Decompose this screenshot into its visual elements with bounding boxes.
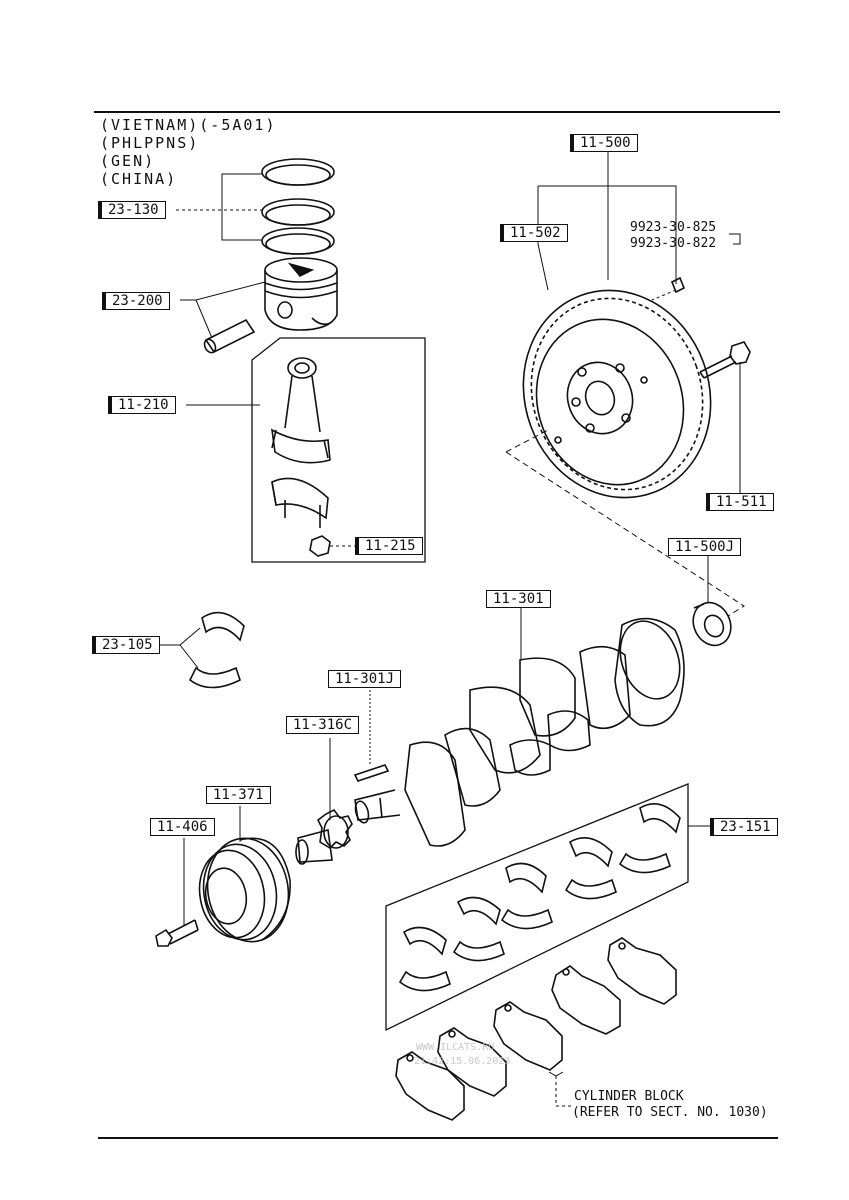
callout-flywheel-bolt[interactable]: 11-511 — [706, 493, 774, 511]
pulley-bolt-illustration — [155, 919, 199, 947]
connecting-rod-illustration — [270, 357, 331, 528]
bolt-number-822: 9923-30-822 — [630, 236, 717, 251]
callout-pilot-bearing[interactable]: 11-500J — [668, 538, 742, 556]
piston-pin-illustration — [203, 318, 256, 354]
bottom-rule — [98, 1137, 778, 1139]
rod-nut-illustration — [309, 535, 331, 557]
watermark-url: WWW.ILCATS.RU — [416, 1042, 495, 1053]
refer-section-note: (REFER TO SECT. NO. 1030) — [572, 1105, 768, 1120]
timing-sprocket-illustration — [295, 808, 353, 865]
top-rule — [94, 111, 780, 113]
main-bearing-upper-illustration — [188, 611, 245, 689]
main-bearing-shells-illustration — [398, 802, 681, 992]
callout-crank-pulley[interactable]: 11-371 — [206, 786, 271, 804]
callout-crankshaft[interactable]: 11-301 — [486, 590, 551, 608]
callout-connecting-rod[interactable]: 11-210 — [108, 396, 176, 414]
header-line-1: (VIETNAM)(-5A01) — [100, 116, 277, 134]
flywheel-illustration — [522, 289, 712, 499]
callout-crankshaft-key[interactable]: 11-301J — [328, 670, 402, 688]
piston-illustration — [264, 257, 338, 331]
callout-rod-nut[interactable]: 11-215 — [355, 537, 423, 555]
main-bearing-caps-illustration — [395, 937, 677, 1121]
callout-timing-sprocket[interactable]: 11-316C — [286, 716, 360, 734]
callout-ring-gear[interactable]: 11-502 — [500, 224, 568, 242]
bolt-number-825: 9923-30-825 — [630, 220, 717, 235]
callout-piston-rings[interactable]: 23-130 — [98, 201, 166, 219]
header-line-4: (CHINA) — [100, 170, 178, 188]
watermark-timestamp: 21:42:15.06.2023 — [414, 1056, 511, 1067]
crankshaft-illustration — [354, 617, 685, 847]
header-line-2: (PHLPPNS) — [100, 134, 200, 152]
crankshaft-key-illustration — [353, 764, 390, 782]
pilot-bearing-illustration — [692, 601, 732, 647]
callout-main-bearing-set[interactable]: 23-151 — [710, 818, 778, 836]
callout-main-bearing-upper[interactable]: 23-105 — [92, 636, 160, 654]
callout-flywheel[interactable]: 11-500 — [570, 134, 638, 152]
piston-rings-illustration — [261, 158, 335, 255]
callout-piston[interactable]: 23-200 — [102, 292, 170, 310]
callout-pulley-bolt[interactable]: 11-406 — [150, 818, 215, 836]
flywheel-bolt-illustration — [699, 341, 751, 379]
header-line-3: (GEN) — [100, 152, 156, 170]
cylinder-block-note: CYLINDER BLOCK — [574, 1089, 684, 1104]
crank-pulley-illustration — [198, 837, 291, 943]
